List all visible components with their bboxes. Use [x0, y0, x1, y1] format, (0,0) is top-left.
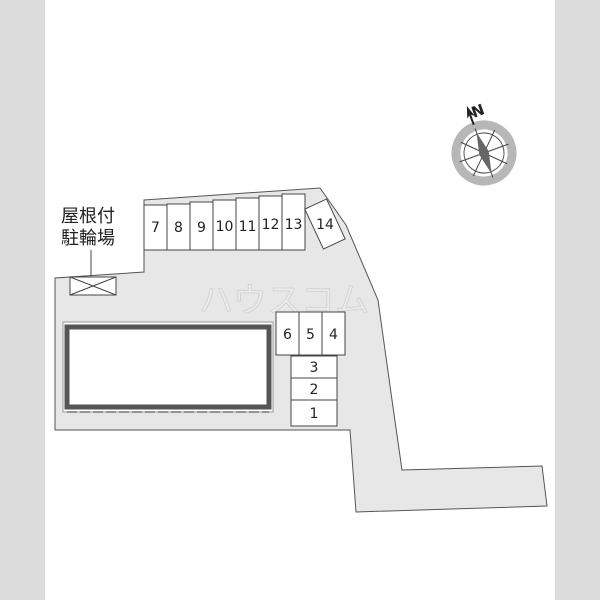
building: [62, 321, 274, 413]
space-number: 3: [310, 360, 319, 376]
space-number: 12: [262, 217, 280, 233]
bike-parking-label-line2: 駐輪場: [61, 228, 115, 249]
parking-space: [281, 193, 306, 251]
space-number: 8: [174, 220, 183, 236]
compass-icon: [451, 106, 517, 186]
parking-space: [321, 311, 346, 356]
top-row-spaces: 7 8 9 10 11 12 13: [143, 193, 306, 251]
right-row-spaces: 6 5 4: [275, 311, 346, 356]
parking-space: [304, 198, 346, 250]
right-side-panel: [555, 0, 600, 600]
space-number: 9: [197, 220, 206, 236]
parking-space: [290, 399, 338, 427]
space-number: 2: [310, 382, 319, 398]
left-side-panel: [0, 0, 45, 600]
space-number: 13: [285, 217, 303, 233]
compass-north-label: N: [469, 100, 487, 121]
space-number: 1: [310, 406, 319, 422]
space-number: 11: [239, 219, 257, 235]
space-number: 6: [283, 327, 292, 343]
stacked-spaces: 3 2 1: [290, 355, 338, 427]
space-number: 7: [151, 220, 160, 236]
space-number: 5: [306, 327, 315, 343]
angled-space: 14: [304, 198, 346, 250]
space-number: 10: [216, 219, 234, 235]
space-number: 4: [329, 327, 338, 343]
bike-parking-label-line1: 屋根付: [61, 206, 115, 227]
space-number: 14: [316, 217, 334, 233]
bike-parking: 屋根付 駐輪場: [61, 206, 117, 296]
